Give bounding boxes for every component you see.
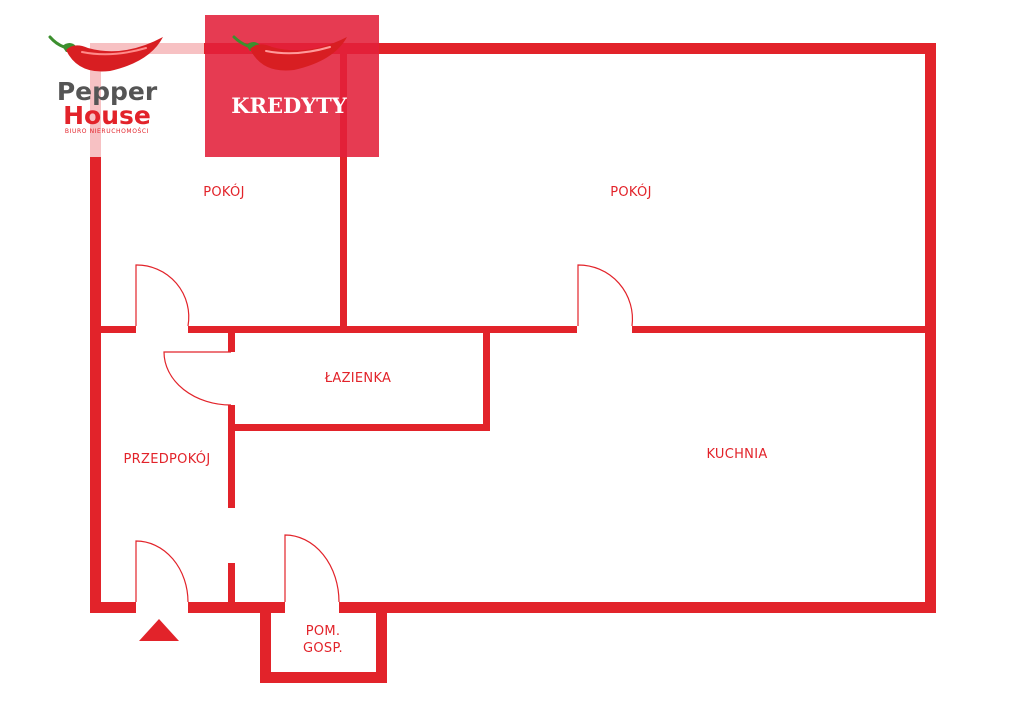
door-right-room [577,264,634,327]
door-left-room [135,264,190,327]
wall-gosp-left [260,604,271,683]
room-label-pokoj-right: POKÓJ [610,184,651,200]
wall-mid-3 [632,326,936,333]
door-utility [284,534,340,603]
wall-gosp-right [376,604,387,683]
chili-pepper-icon [232,35,347,71]
wall-rooms-divider [340,43,347,332]
walls [90,43,936,683]
doors [135,264,634,603]
door-bathroom [163,351,232,406]
room-labels: POKÓJ POKÓJ ŁAZIENKA PRZEDPOKÓJ KUCHNIA … [124,184,768,656]
room-label-pokoj-left: POKÓJ [203,184,244,200]
kredyty-badge: KREDYTY [205,15,379,157]
kredyty-label: KREDYTY [231,93,348,118]
logo-house-text: House [63,101,151,130]
wall-bottom-right [339,602,936,613]
wall-bottom-left [90,602,136,613]
wall-mid-2 [188,326,577,333]
room-label-przedpokoj: PRZEDPOKÓJ [124,451,211,467]
wall-bath-left-upper [228,332,235,352]
wall-bath-right [483,332,490,430]
entrance-arrow-icon [139,619,179,641]
room-label-pom-gosp-2: GOSP. [303,641,343,656]
wall-gosp-bottom [260,672,387,683]
room-label-lazienka: ŁAZIENKA [324,371,391,386]
wall-bottom-mid [188,602,285,613]
wall-bath-left-lower [228,405,235,508]
door-entrance [135,540,189,603]
wall-top [90,43,936,54]
wall-bath-bottom [228,424,490,431]
wall-hall-stub [228,563,235,608]
wall-mid-1 [90,326,136,333]
logo-pepper-text: Pepper [57,77,158,106]
logo-tagline: BIURO NIERUCHOMOŚCI [65,128,149,135]
pepper-house-logo: Pepper House BIURO NIERUCHOMOŚCI [48,35,204,157]
kredyty-background [205,15,379,157]
room-label-kuchnia: KUCHNIA [706,447,767,462]
room-label-pom-gosp-1: POM. [306,624,341,639]
chili-pepper-icon [48,35,163,72]
